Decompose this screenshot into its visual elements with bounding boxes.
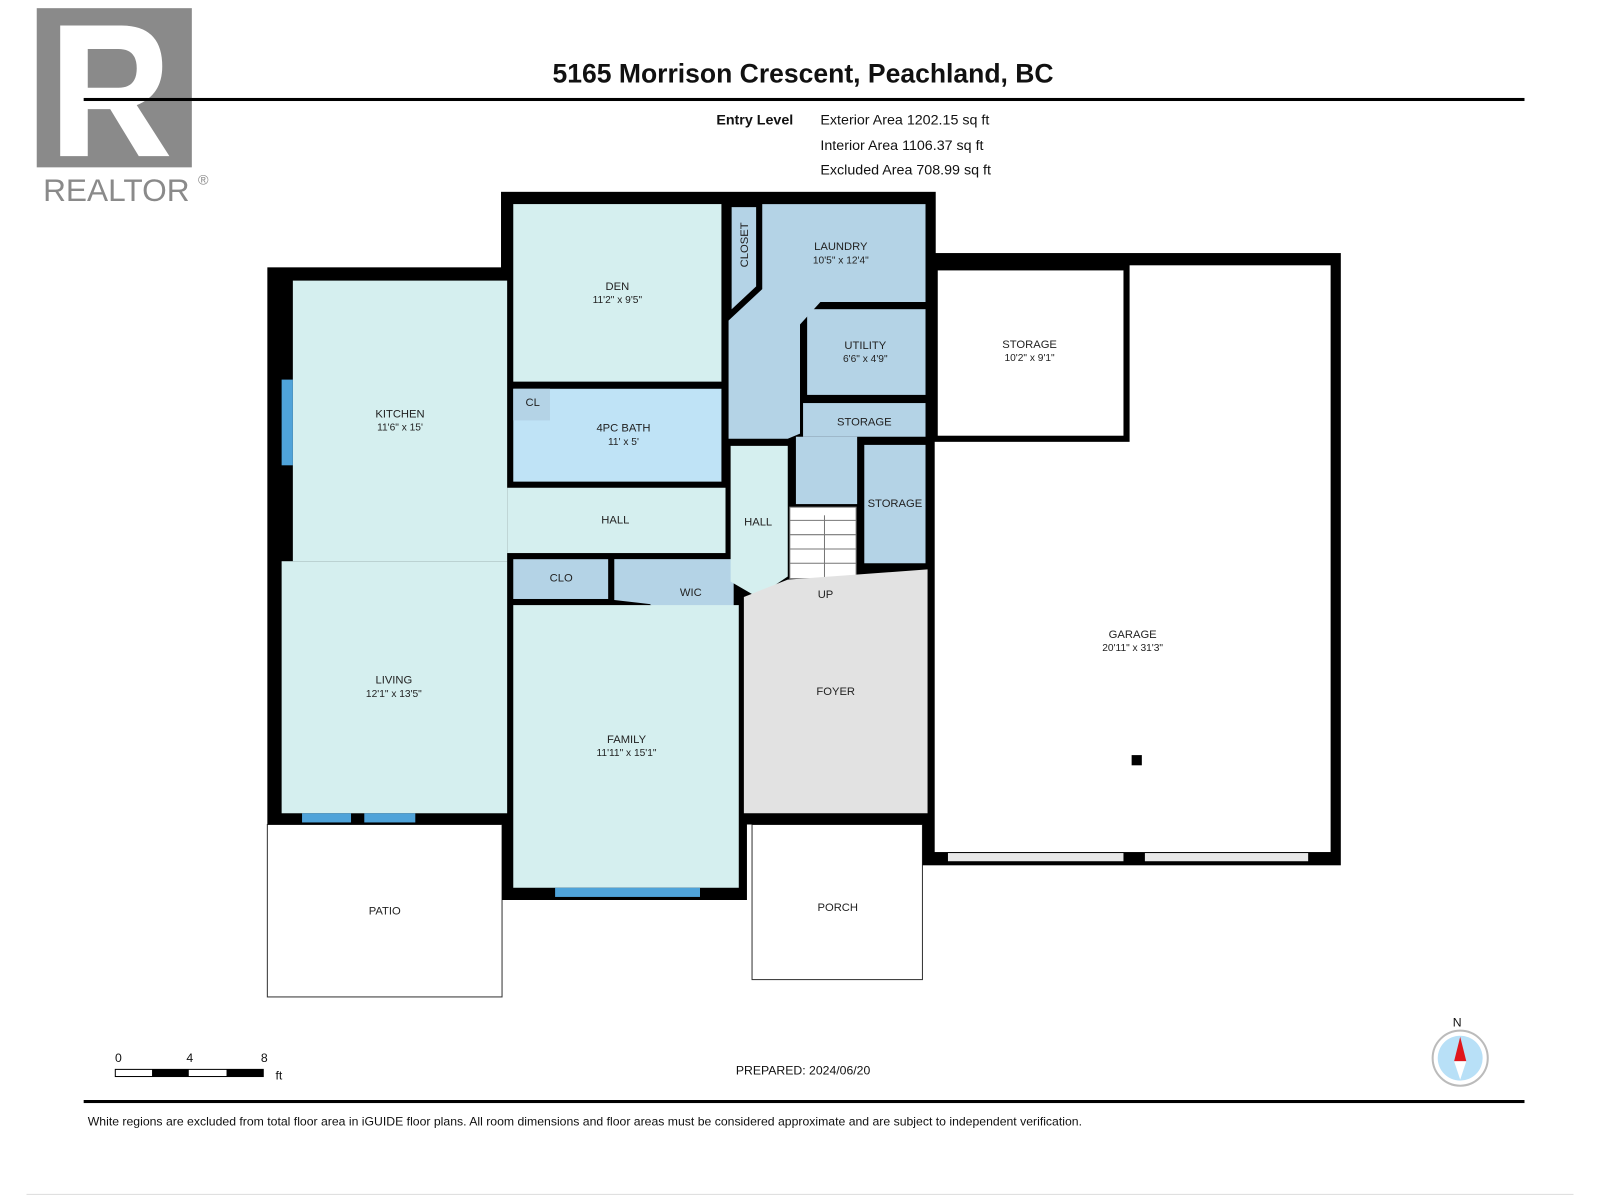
svg-text:®: ® — [198, 173, 209, 189]
realtor-text: REALTOR — [43, 172, 189, 208]
den-fill — [513, 204, 722, 382]
garage-door[interactable] — [1144, 853, 1309, 862]
scale-unit: ft — [276, 1069, 283, 1083]
room-utility-dim: 6'6" x 4'9" — [843, 354, 888, 365]
room-bath: 4PC BATH — [596, 423, 650, 435]
storage-b-fill — [864, 444, 926, 564]
room-hall: HALL — [601, 514, 629, 526]
header-rule — [83, 97, 1525, 102]
page-border — [26, 1193, 1574, 1195]
garage-door[interactable] — [947, 853, 1124, 862]
room-family: FAMILY — [607, 734, 647, 746]
cl-fill — [513, 388, 550, 421]
patio-area — [266, 823, 503, 998]
room-living-dim: 12'1" x 13'5" — [366, 689, 422, 700]
kitchen-fill — [292, 280, 508, 562]
room-porch: PORCH — [817, 902, 858, 914]
exterior-area: Exterior Area 1202.15 sq ft — [820, 112, 989, 128]
room-family-dim: 11'11" x 15'1" — [597, 748, 657, 759]
room-laundry: LAUNDRY — [814, 241, 868, 253]
window — [302, 813, 352, 823]
room-hall: HALL — [744, 517, 772, 529]
prepared-date: PREPARED: 2024/06/20 — [736, 1063, 871, 1077]
stair-treads — [789, 515, 857, 579]
room-garage-dim: 20'11" x 31'3" — [1102, 643, 1163, 654]
room-fills — [281, 201, 1331, 897]
room-kitchen: KITCHEN — [375, 408, 424, 420]
room-garage: GARAGE — [1109, 629, 1157, 641]
clo-fill — [513, 559, 609, 599]
storage-c-fill — [931, 264, 1130, 442]
window — [555, 887, 700, 897]
room-kitchen-dim: 11'6" x 15' — [377, 423, 423, 434]
scale-tick-0: 0 — [115, 1051, 122, 1065]
compass-north-label: N — [1453, 1016, 1462, 1030]
scale-tick-8: 8 — [261, 1051, 268, 1065]
window — [281, 379, 293, 466]
room-bath-dim: 11' x 5' — [608, 437, 639, 448]
room-labels: DEN 11'2" x 9'5" CLOSET LAUNDRY 10'5" x … — [366, 222, 1163, 917]
room-storage: STORAGE — [837, 417, 892, 429]
living-fill — [281, 561, 508, 814]
room-patio: PATIO — [369, 905, 401, 917]
footer-rule — [83, 1100, 1525, 1104]
hall-fill — [507, 487, 726, 554]
stairs-up-label: UP — [818, 589, 834, 601]
room-storage: STORAGE — [1002, 339, 1057, 351]
room-foyer: FOYER — [816, 686, 855, 698]
window — [364, 813, 416, 823]
scale-tick-4: 4 — [186, 1051, 193, 1065]
room-storage: STORAGE — [868, 498, 923, 510]
foyer-fill — [743, 569, 928, 814]
utility-fill — [807, 309, 926, 395]
post — [1131, 755, 1142, 766]
room-laundry-dim: 10'5" x 12'4" — [813, 255, 869, 266]
room-closet: CLOSET — [739, 222, 751, 267]
page-title: 5165 Morrison Crescent, Peachland, BC — [553, 59, 1054, 89]
room-utility: UTILITY — [844, 340, 886, 352]
room-den: DEN — [606, 281, 630, 293]
room-living: LIVING — [375, 675, 412, 687]
hall-b-fill — [730, 445, 788, 597]
compass-icon: N — [1431, 1016, 1489, 1087]
level-label: Entry Level — [716, 112, 793, 128]
excluded-area: Excluded Area 708.99 sq ft — [820, 162, 991, 178]
room-cl: CL — [525, 397, 539, 409]
laundry-fill — [728, 204, 926, 439]
scale-bar: 0 4 8 ft — [114, 1051, 283, 1083]
room-wic: WIC — [680, 587, 702, 599]
disclaimer: White regions are excluded from total fl… — [88, 1115, 1082, 1129]
family-fill — [513, 605, 739, 888]
closet-fill — [725, 201, 763, 324]
room-storage-dim: 10'2" x 9'1" — [1004, 353, 1055, 364]
room-clo: CLO — [550, 573, 573, 585]
storage-fill — [803, 403, 926, 437]
room-den-dim: 11'2" x 9'5" — [593, 295, 643, 306]
stairs — [789, 506, 857, 580]
interior-area: Interior Area 1106.37 sq ft — [820, 138, 983, 154]
realtor-logo: REALTOR ® — [36, 8, 209, 208]
storage-fill-2 — [795, 436, 858, 505]
